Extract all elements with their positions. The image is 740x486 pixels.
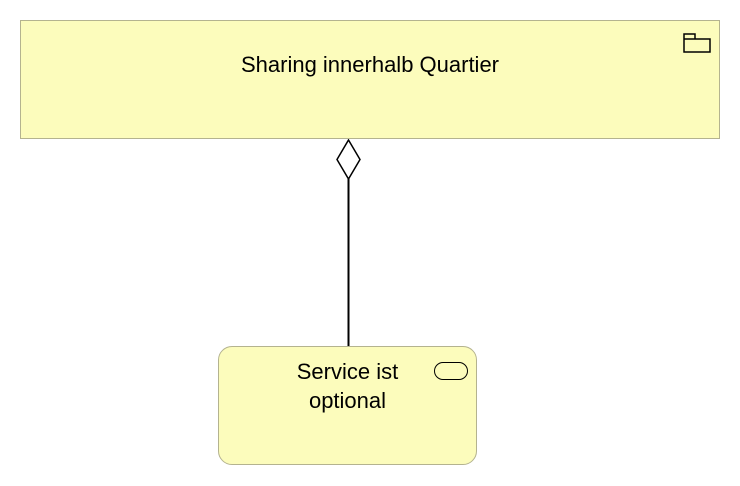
service-icon — [434, 362, 468, 380]
grouping-element[interactable]: Sharing innerhalb Quartier — [20, 20, 720, 139]
grouping-label: Sharing innerhalb Quartier — [240, 52, 500, 77]
aggregation-diamond-marker — [336, 138, 361, 181]
grouping-icon — [683, 33, 711, 53]
service-element[interactable]: Service ist optional — [218, 346, 477, 465]
service-label: Service ist optional — [296, 359, 399, 413]
